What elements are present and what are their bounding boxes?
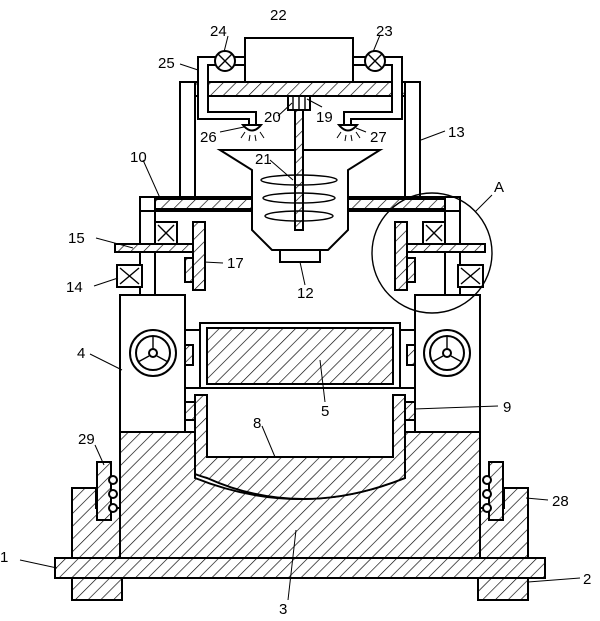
- left-pump-icon: [214, 50, 236, 72]
- leader-lines: [19, 34, 581, 601]
- left-handwheel-icon: [129, 329, 177, 377]
- motor: [244, 37, 354, 83]
- right-clamp-bar: [399, 243, 486, 253]
- label-5: 5: [321, 403, 329, 420]
- right-clamp-plate: [394, 221, 408, 291]
- left-foot: [71, 577, 123, 601]
- label-26: 26: [200, 129, 217, 146]
- right-spray-nozzle-icon: [336, 124, 361, 142]
- label-19: 19: [316, 109, 333, 126]
- left-spray-nozzle-icon: [240, 124, 265, 142]
- label-15: 15: [68, 230, 85, 247]
- label-1: 1: [0, 549, 8, 566]
- label-17: 17: [227, 255, 244, 272]
- right-pipe: [343, 56, 403, 126]
- left-bolt-group: [96, 461, 118, 521]
- right-bolt-group: [482, 461, 504, 521]
- label-10: 10: [130, 149, 147, 166]
- label-14: 14: [66, 279, 83, 296]
- part-labels: 1 2 3 4 5 8 9 10 12 13 14 15 17 19 20 21…: [0, 7, 591, 618]
- label-23: 23: [376, 23, 393, 40]
- label-12: 12: [297, 285, 314, 302]
- label-21: 21: [255, 151, 272, 168]
- label-4: 4: [77, 345, 85, 362]
- hopper-outlet: [279, 249, 321, 263]
- label-27: 27: [370, 129, 387, 146]
- label-8: 8: [253, 415, 261, 432]
- right-pump-icon: [364, 50, 386, 72]
- stirring-blade: [260, 174, 338, 186]
- right-seal: [404, 401, 416, 421]
- label-9: 9: [503, 399, 511, 416]
- right-handwheel-icon: [423, 329, 471, 377]
- label-3: 3: [279, 601, 287, 618]
- detail-circle-a: [371, 192, 493, 314]
- label-25: 25: [158, 55, 175, 72]
- stirring-shaft: [294, 109, 304, 231]
- label-20: 20: [264, 109, 281, 126]
- label-2: 2: [583, 571, 591, 588]
- mold-cavity: [194, 394, 406, 500]
- label-24: 24: [210, 23, 227, 40]
- stirring-blade: [262, 192, 336, 204]
- base-plate: [54, 557, 546, 579]
- label-29: 29: [78, 431, 95, 448]
- label-28: 28: [552, 493, 569, 510]
- left-pipe: [197, 56, 257, 126]
- left-seal: [184, 401, 196, 421]
- left-clamp-bar: [114, 243, 201, 253]
- press-block-core: [206, 327, 394, 385]
- right-foot: [477, 577, 529, 601]
- detail-label-a: A: [494, 179, 504, 196]
- label-22: 22: [270, 7, 287, 24]
- left-clamp-plate: [192, 221, 206, 291]
- stirring-blade: [264, 210, 334, 222]
- label-13: 13: [448, 124, 465, 141]
